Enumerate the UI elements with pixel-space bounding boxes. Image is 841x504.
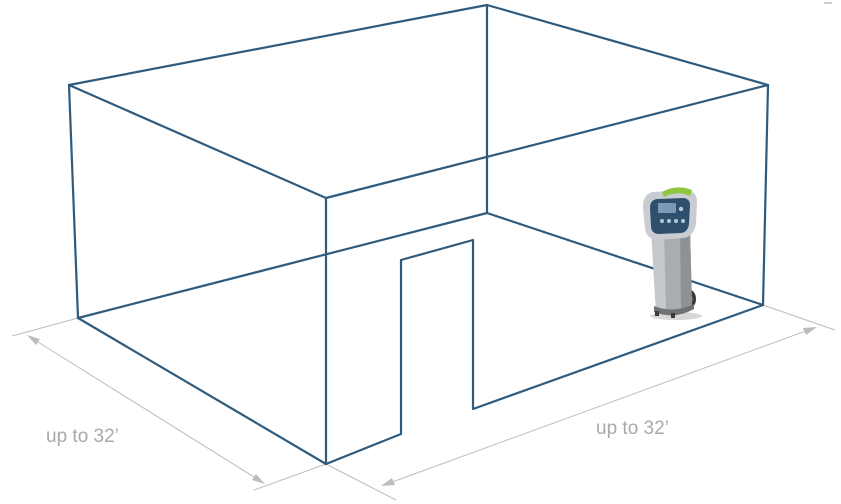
left-arrow-bottom-icon: [252, 474, 265, 484]
room-edge: [485, 211, 765, 307]
doorway-icon: [324, 238, 765, 466]
room-edge: [76, 211, 489, 320]
room-edge: [67, 83, 328, 200]
room-edge: [67, 3, 489, 87]
right-arrow-left-icon: [381, 478, 395, 486]
room-edge: [76, 316, 328, 466]
left-dimension-label: up to 32’: [46, 426, 119, 447]
room-edge: [324, 83, 770, 200]
right-extension-line-near: [325, 463, 397, 501]
left-extension-line-top: [11, 317, 79, 337]
left-dimension-line: [29, 336, 263, 483]
right-arrow-right-icon: [803, 327, 817, 335]
room-edge: [485, 3, 770, 87]
room-wireframe-icon: [67, 3, 770, 466]
left-extension-line-bottom: [253, 463, 327, 491]
room-edge: [761, 83, 770, 307]
right-extension-line-far: [762, 304, 836, 331]
room-edge: [67, 83, 80, 320]
service-machine-icon: [642, 187, 702, 320]
right-dimension-line: [383, 327, 815, 486]
right-dimension-label: up to 32’: [596, 418, 669, 439]
dimension-lines: [11, 304, 836, 501]
left-arrow-top-icon: [27, 335, 40, 345]
